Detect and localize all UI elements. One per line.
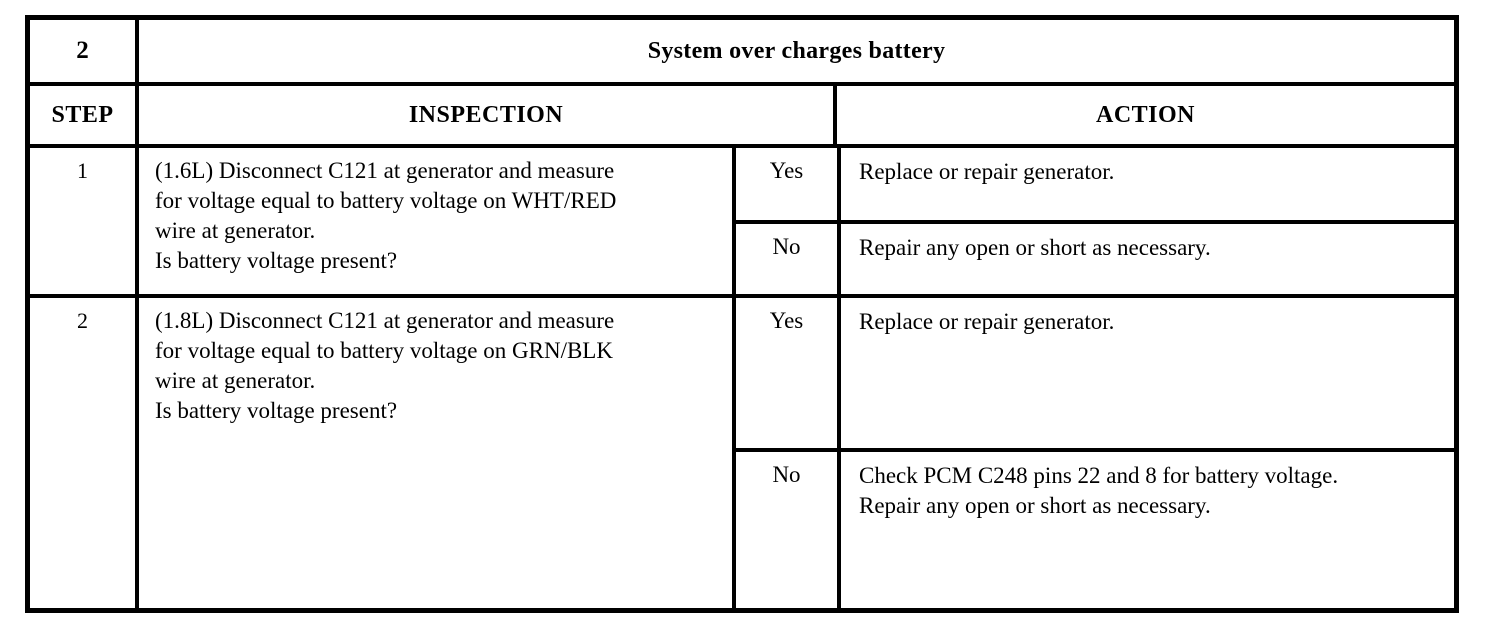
- branch-yes: Yes Replace or repair generator.: [736, 298, 1454, 448]
- pinpoint-number-cell: 2: [30, 20, 135, 82]
- action-text-line: Replace or repair generator.: [859, 309, 1115, 334]
- inspection-header-cell: INSPECTION: [135, 86, 833, 144]
- table-title: System over charges battery: [647, 37, 946, 64]
- answer-cell: No: [736, 452, 837, 608]
- action-cell: Replace or repair generator.: [837, 298, 1454, 448]
- pinpoint-number: 2: [76, 37, 89, 64]
- inspection-text-line: wire at generator.: [155, 218, 316, 243]
- branch-column: Yes Replace or repair generator. No Repa…: [732, 148, 1454, 294]
- inspection-header-label: INSPECTION: [408, 101, 564, 128]
- action-header-label: ACTION: [1095, 101, 1195, 128]
- action-text-line: Repair any open or short as necessary.: [859, 235, 1211, 260]
- action-cell: Replace or repair generator.: [837, 148, 1454, 220]
- inspection-text-line: for voltage equal to battery voltage on …: [155, 188, 617, 213]
- inspection-cell: (1.8L) Disconnect C121 at generator and …: [135, 298, 732, 608]
- action-text-line: Repair any open or short as necessary.: [859, 493, 1211, 518]
- step-number-cell: 1: [30, 148, 135, 294]
- branch-no: No Check PCM C248 pins 22 and 8 for batt…: [736, 448, 1454, 608]
- step-header-label: STEP: [51, 101, 114, 128]
- inspection-text-line: Is battery voltage present?: [155, 248, 398, 273]
- column-header-row: STEP INSPECTION ACTION: [30, 82, 1454, 144]
- answer-label: Yes: [769, 158, 804, 183]
- action-text-line: Replace or repair generator.: [859, 159, 1115, 184]
- answer-cell: Yes: [736, 298, 837, 448]
- step-number: 2: [77, 308, 88, 333]
- action-text-line: Check PCM C248 pins 22 and 8 for battery…: [859, 463, 1339, 488]
- action-cell: Check PCM C248 pins 22 and 8 for battery…: [837, 452, 1454, 608]
- title-row: 2 System over charges battery: [30, 20, 1454, 82]
- answer-label: Yes: [769, 308, 804, 333]
- table-row-step-2: 2 (1.8L) Disconnect C121 at generator an…: [30, 294, 1454, 608]
- action-header-cell: ACTION: [833, 86, 1454, 144]
- answer-label: No: [772, 234, 801, 259]
- branch-column: Yes Replace or repair generator. No Chec…: [732, 298, 1454, 608]
- answer-cell: No: [736, 224, 837, 294]
- step-number: 1: [77, 158, 88, 183]
- inspection-text-line: for voltage equal to battery voltage on …: [155, 338, 613, 363]
- inspection-cell: (1.6L) Disconnect C121 at generator and …: [135, 148, 732, 294]
- inspection-text-line: Is battery voltage present?: [155, 398, 398, 423]
- answer-cell: Yes: [736, 148, 837, 220]
- inspection-text-line: (1.6L) Disconnect C121 at generator and …: [155, 158, 615, 183]
- table-title-cell: System over charges battery: [135, 20, 1454, 82]
- inspection-text-line: wire at generator.: [155, 368, 316, 393]
- step-header-cell: STEP: [30, 86, 135, 144]
- step-number-cell: 2: [30, 298, 135, 608]
- table-row-step-1: 1 (1.6L) Disconnect C121 at generator an…: [30, 144, 1454, 294]
- answer-label: No: [772, 462, 801, 487]
- branch-no: No Repair any open or short as necessary…: [736, 220, 1454, 294]
- action-cell: Repair any open or short as necessary.: [837, 224, 1454, 294]
- inspection-text-line: (1.8L) Disconnect C121 at generator and …: [155, 308, 615, 333]
- diagnostic-pinpoint-table: 2 System over charges battery STEP INSPE…: [25, 15, 1459, 613]
- branch-yes: Yes Replace or repair generator.: [736, 148, 1454, 220]
